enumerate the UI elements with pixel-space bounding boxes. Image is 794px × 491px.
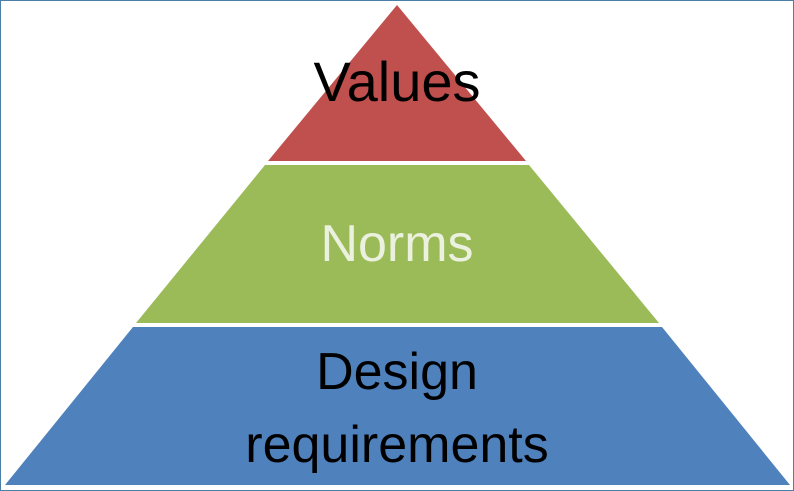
pyramid-tier-norms [136,165,659,323]
pyramid-tier-values [268,5,526,161]
tier-label-norms: Norms [320,215,473,273]
pyramid-tier-design-requirements [5,327,790,485]
tier-label-values: Values [313,50,480,113]
tier-label-design: Design [316,343,478,401]
tier-label-requirements: requirements [245,416,548,474]
